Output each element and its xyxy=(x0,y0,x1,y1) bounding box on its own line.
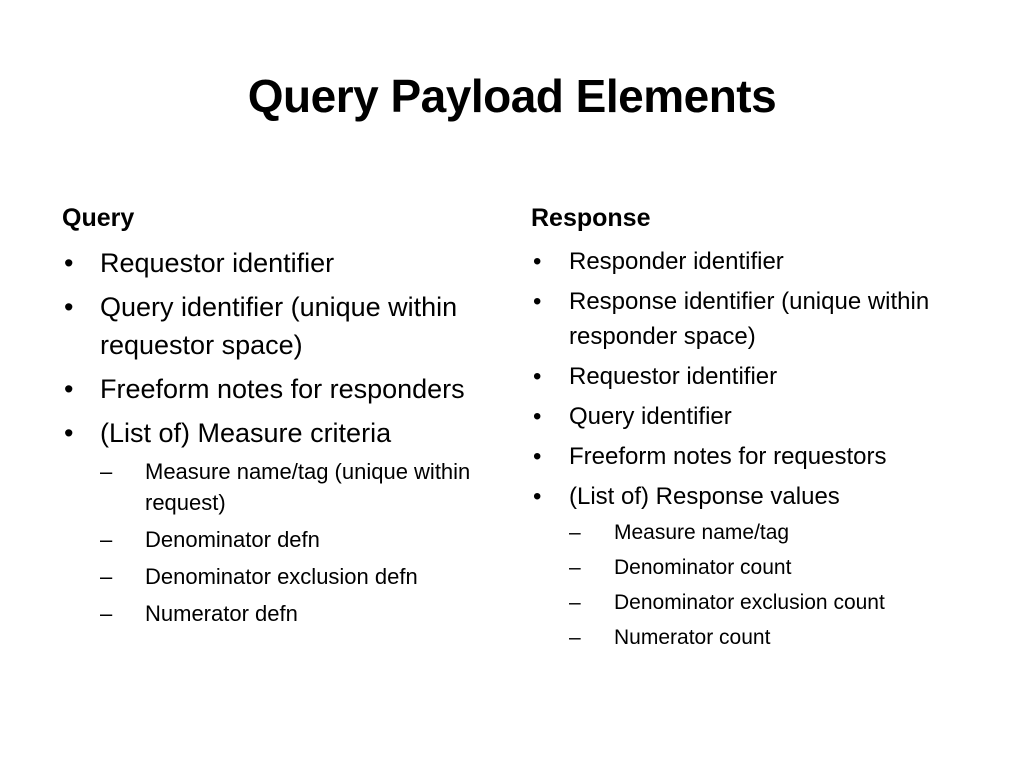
dash-icon: – xyxy=(100,527,113,552)
dash-icon: – xyxy=(569,591,581,614)
sub-list-item-text: Denominator defn xyxy=(145,527,320,552)
query-list: • Requestor identifier • Query identifie… xyxy=(62,244,492,629)
query-sub-list: – Measure name/tag (unique within reques… xyxy=(100,456,492,629)
bullet-icon: • xyxy=(64,418,74,448)
list-item: • (List of) Measure criteria – Measure n… xyxy=(62,414,492,629)
response-heading: Response xyxy=(531,204,651,232)
bullet-icon: • xyxy=(64,248,74,278)
list-item-text: Query identifier (unique within requesto… xyxy=(100,292,458,360)
query-column: Query • Requestor identifier • Query ide… xyxy=(62,200,492,635)
sub-list-item: – Denominator exclusion count xyxy=(569,588,971,618)
dash-icon: – xyxy=(100,564,113,589)
bullet-icon: • xyxy=(533,443,542,470)
bullet-icon: • xyxy=(64,374,74,404)
sub-list-item: – Numerator count xyxy=(569,623,971,653)
list-item-text: Freeform notes for requestors xyxy=(569,443,887,470)
sub-list-item: – Denominator defn xyxy=(100,524,492,555)
list-item-text: Requestor identifier xyxy=(569,363,778,390)
bullet-icon: • xyxy=(533,483,542,510)
list-item: • Responder identifier xyxy=(531,244,971,279)
list-item: • Freeform notes for requestors xyxy=(531,439,971,474)
sub-list-item-text: Numerator defn xyxy=(145,601,298,626)
list-item-text: (List of) Response values xyxy=(569,483,840,510)
sub-list-item-text: Denominator count xyxy=(614,556,792,579)
sub-list-item: – Denominator exclusion defn xyxy=(100,561,492,592)
dash-icon: – xyxy=(100,459,113,484)
slide-title: Query Payload Elements xyxy=(247,70,777,122)
list-item: • Response identifier (unique within res… xyxy=(531,284,971,354)
dash-icon: – xyxy=(569,521,581,544)
list-item-text: Query identifier xyxy=(569,403,732,430)
response-list: • Responder identifier • Response identi… xyxy=(531,244,971,653)
list-item: • Requestor identifier xyxy=(531,359,971,394)
bullet-icon: • xyxy=(64,292,74,322)
list-item-text: Requestor identifier xyxy=(100,248,335,278)
dash-icon: – xyxy=(569,626,581,649)
list-item-text: Responder identifier xyxy=(569,248,784,275)
response-sub-list: – Measure name/tag – Denominator count –… xyxy=(569,518,971,653)
dash-icon: – xyxy=(100,601,113,626)
list-item: • Freeform notes for responders xyxy=(62,370,492,408)
sub-list-item: – Measure name/tag xyxy=(569,518,971,548)
response-column: Response • Responder identifier • Respon… xyxy=(531,200,971,658)
bullet-icon: • xyxy=(533,248,542,275)
sub-list-item: – Measure name/tag (unique within reques… xyxy=(100,456,492,518)
dash-icon: – xyxy=(569,556,581,579)
query-heading: Query xyxy=(62,204,135,232)
sub-list-item-text: Denominator exclusion defn xyxy=(145,564,418,589)
list-item: • Requestor identifier xyxy=(62,244,492,282)
list-item-text: (List of) Measure criteria xyxy=(100,418,392,448)
list-item-text: Response identifier (unique within respo… xyxy=(569,288,930,350)
list-item-text: Freeform notes for responders xyxy=(100,374,465,404)
list-item: • Query identifier xyxy=(531,399,971,434)
list-item: • (List of) Response values – Measure na… xyxy=(531,479,971,653)
sub-list-item-text: Numerator count xyxy=(614,626,771,649)
list-item: • Query identifier (unique within reques… xyxy=(62,288,492,364)
sub-list-item-text: Measure name/tag xyxy=(614,521,790,544)
bullet-icon: • xyxy=(533,363,542,390)
sub-list-item: – Numerator defn xyxy=(100,598,492,629)
bullet-icon: • xyxy=(533,288,542,315)
bullet-icon: • xyxy=(533,403,542,430)
sub-list-item: – Denominator count xyxy=(569,553,971,583)
sub-list-item-text: Measure name/tag (unique within request) xyxy=(145,459,471,515)
sub-list-item-text: Denominator exclusion count xyxy=(614,591,885,614)
